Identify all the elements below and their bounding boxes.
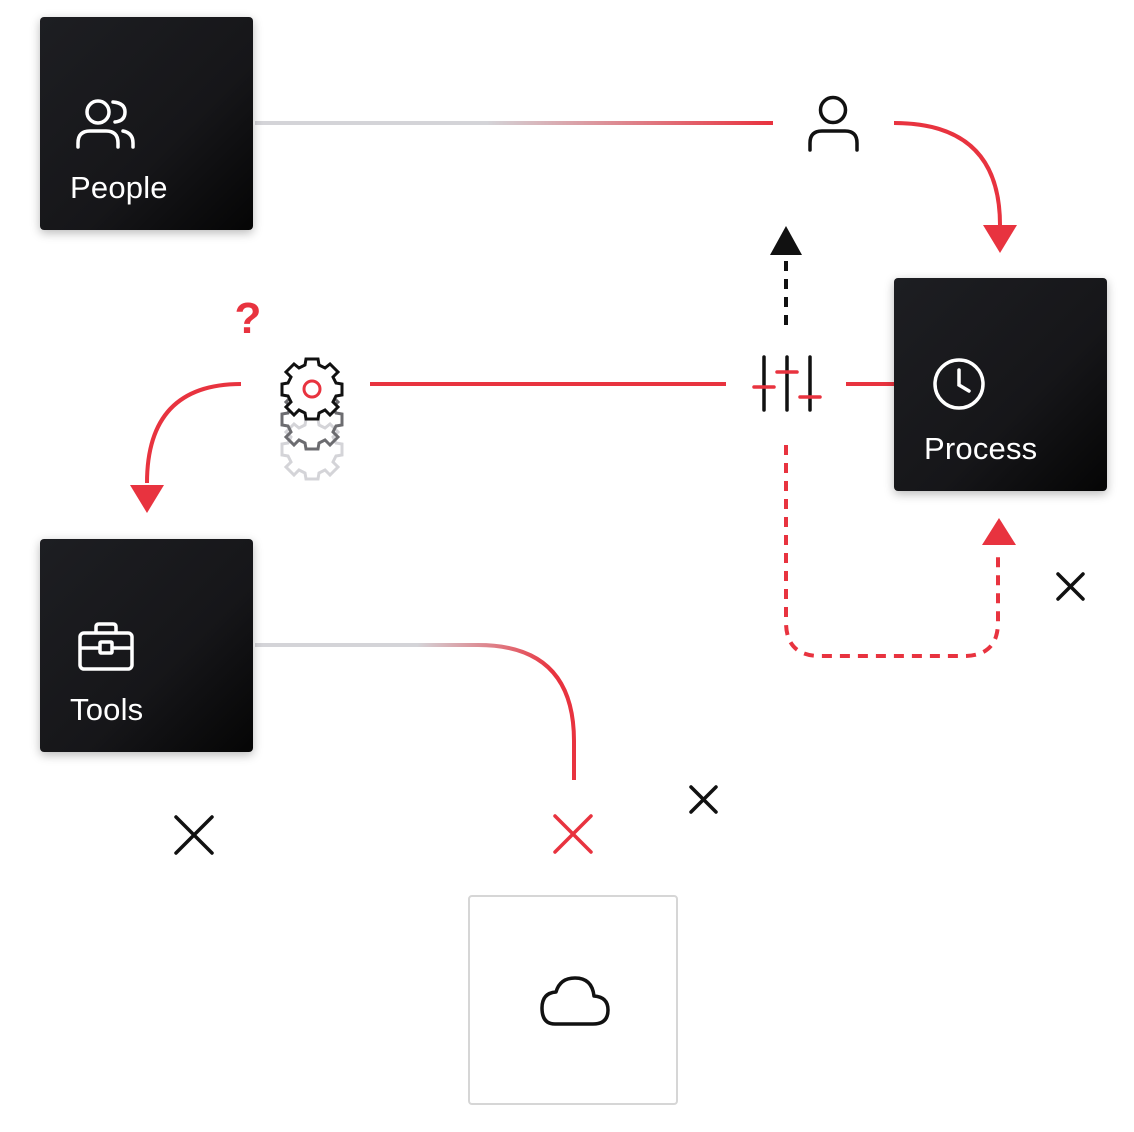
tools-card[interactable]: Tools <box>40 539 253 752</box>
sliders-icon <box>752 355 822 412</box>
arrowhead-down-process <box>983 225 1017 253</box>
gears-icon <box>280 357 344 481</box>
cloud-card[interactable] <box>468 895 678 1105</box>
people-icon <box>76 99 135 149</box>
toolbox-icon <box>78 622 134 671</box>
close-icon <box>553 814 593 854</box>
arrowhead-up-red <box>982 518 1016 545</box>
dotted-loop-connector <box>784 445 1000 658</box>
close-icon <box>1056 572 1085 601</box>
tools-label: Tools <box>70 692 144 727</box>
person-icon <box>808 95 859 152</box>
cloud-icon <box>540 976 610 1026</box>
process-card[interactable]: Process <box>894 278 1107 491</box>
process-label: Process <box>924 431 1038 466</box>
arrowhead-up-black <box>770 226 802 255</box>
clock-icon <box>933 358 985 410</box>
close-icon <box>689 785 718 814</box>
tools-connector-line <box>255 643 576 780</box>
gears-to-tools-arrow <box>145 382 242 484</box>
people-card[interactable]: People <box>40 17 253 230</box>
question-mark-icon: ? <box>235 294 262 343</box>
people-label: People <box>70 170 168 205</box>
close-icon <box>174 815 214 855</box>
person-to-process-arrow <box>893 121 1002 226</box>
arrowhead-down-tools <box>130 485 164 513</box>
